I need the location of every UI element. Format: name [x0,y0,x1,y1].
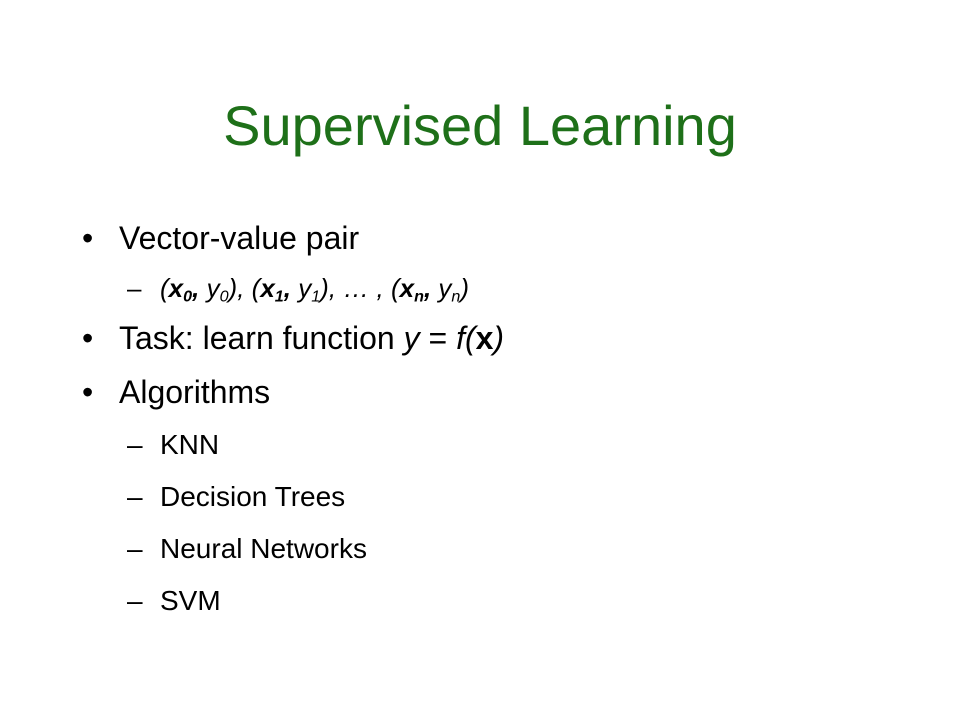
bullet-dot: • [82,220,94,256]
bullet-dash: – [127,429,143,460]
bullet-text: Vector-value pair [119,220,360,256]
math-pairs: (x0, y0), (x1, y1), … , (xn, yn) [160,273,470,306]
slide-content: • Vector-value pair – (x0, y0), (x1, y1)… [82,211,922,627]
bullet-text: Algorithms [119,374,271,410]
sub-bullet-neural-networks: – Neural Networks [82,523,922,575]
bullet-dash: – [127,533,143,564]
sub-bullet-decision-trees: – Decision Trees [82,471,922,523]
bullet-dash: – [127,273,142,303]
slide-title: Supervised Learning [223,94,737,157]
bullet-text: KNN [160,429,220,460]
bullet-text: SVM [160,585,221,616]
sub-bullet-pairs: – (x0, y0), (x1, y1), … , (xn, yn) [82,265,922,311]
bullet-algorithms: • Algorithms [82,365,922,419]
sub-bullet-knn: – KNN [82,419,922,471]
bullet-dot: • [82,320,94,356]
sub-bullet-svm: – SVM [82,575,922,627]
bullet-text: Neural Networks [160,533,367,564]
bullet-text: Task: learn function y = f(x) [119,320,505,356]
bullet-text: Decision Trees [160,481,346,512]
bullet-dot: • [82,374,94,410]
bullet-vector-value-pair: • Vector-value pair [82,211,922,265]
bullet-dash: – [127,585,143,616]
bullet-task: • Task: learn function y = f(x) [82,311,922,365]
bullet-dash: – [127,481,143,512]
